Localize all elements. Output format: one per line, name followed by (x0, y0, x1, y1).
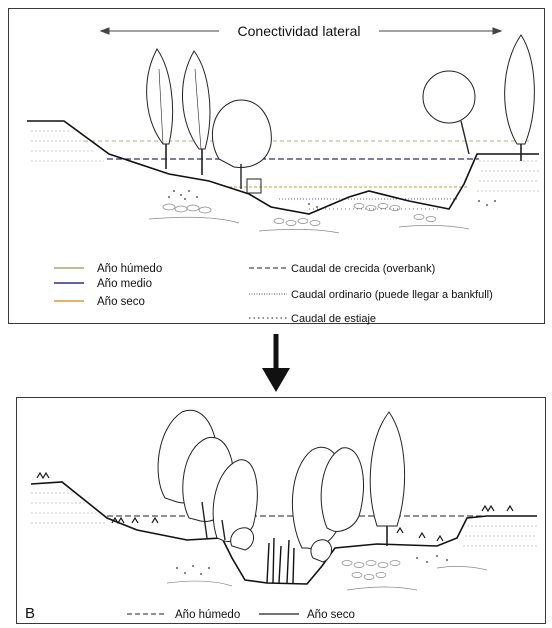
reeds-center (267, 538, 294, 583)
sediment-dots-b (176, 555, 448, 575)
panel-letter-b: B (25, 605, 35, 622)
channel-profile-b (31, 482, 537, 584)
broadleaf-tree-right (423, 71, 475, 154)
legend-label-wet-year: Año húmedo (97, 263, 162, 275)
legend-label-dry-year-b: Año seco (307, 609, 355, 621)
broadleaf-tree-center (212, 100, 271, 193)
legend-label-dry-year: Año seco (97, 296, 145, 308)
legend-label-flood-flow: Caudal de crecida (overbank) (291, 263, 435, 275)
grass-tufts (37, 473, 513, 541)
sediment-dots (168, 190, 496, 208)
legend-label-low-flow: Caudal de estiaje (291, 313, 376, 325)
header-title: Conectividad lateral (238, 23, 361, 39)
bank-strata (31, 131, 539, 191)
poplar-tree-left-1 (147, 49, 173, 169)
poplar-tree-right (505, 35, 535, 161)
panel-a-lateral-connectivity: Conectividad lateral (8, 8, 545, 324)
channel-profile (27, 121, 539, 214)
panel-b-diagram: B Año húmedo Año seco (17, 398, 547, 625)
legend-label-ordinary-flow: Caudal ordinario (puede llegar a bankful… (291, 289, 493, 301)
legend-years: Año húmedo Año medio Año seco (54, 263, 162, 308)
panel-b-degraded-channel: B Año húmedo Año seco (16, 397, 546, 624)
bank-strata-b (31, 493, 537, 546)
riparian-trees-right (292, 412, 404, 562)
poplar-tree-left-2 (183, 51, 210, 175)
riparian-trees-left (158, 410, 257, 550)
arrow-head-icon (262, 368, 290, 392)
sediment-gravel (149, 204, 469, 234)
legend-flows: Caudal de crecida (overbank) Caudal ordi… (249, 263, 493, 325)
panel-a-diagram: Conectividad lateral (9, 9, 546, 325)
water-levels (84, 141, 529, 209)
legend-label-mean-year: Año medio (97, 278, 152, 290)
legend-label-wet-year-b: Año húmedo (175, 609, 240, 621)
sediment-gravel-b (167, 561, 487, 591)
legend-panel-b: Año húmedo Año seco (127, 609, 355, 621)
